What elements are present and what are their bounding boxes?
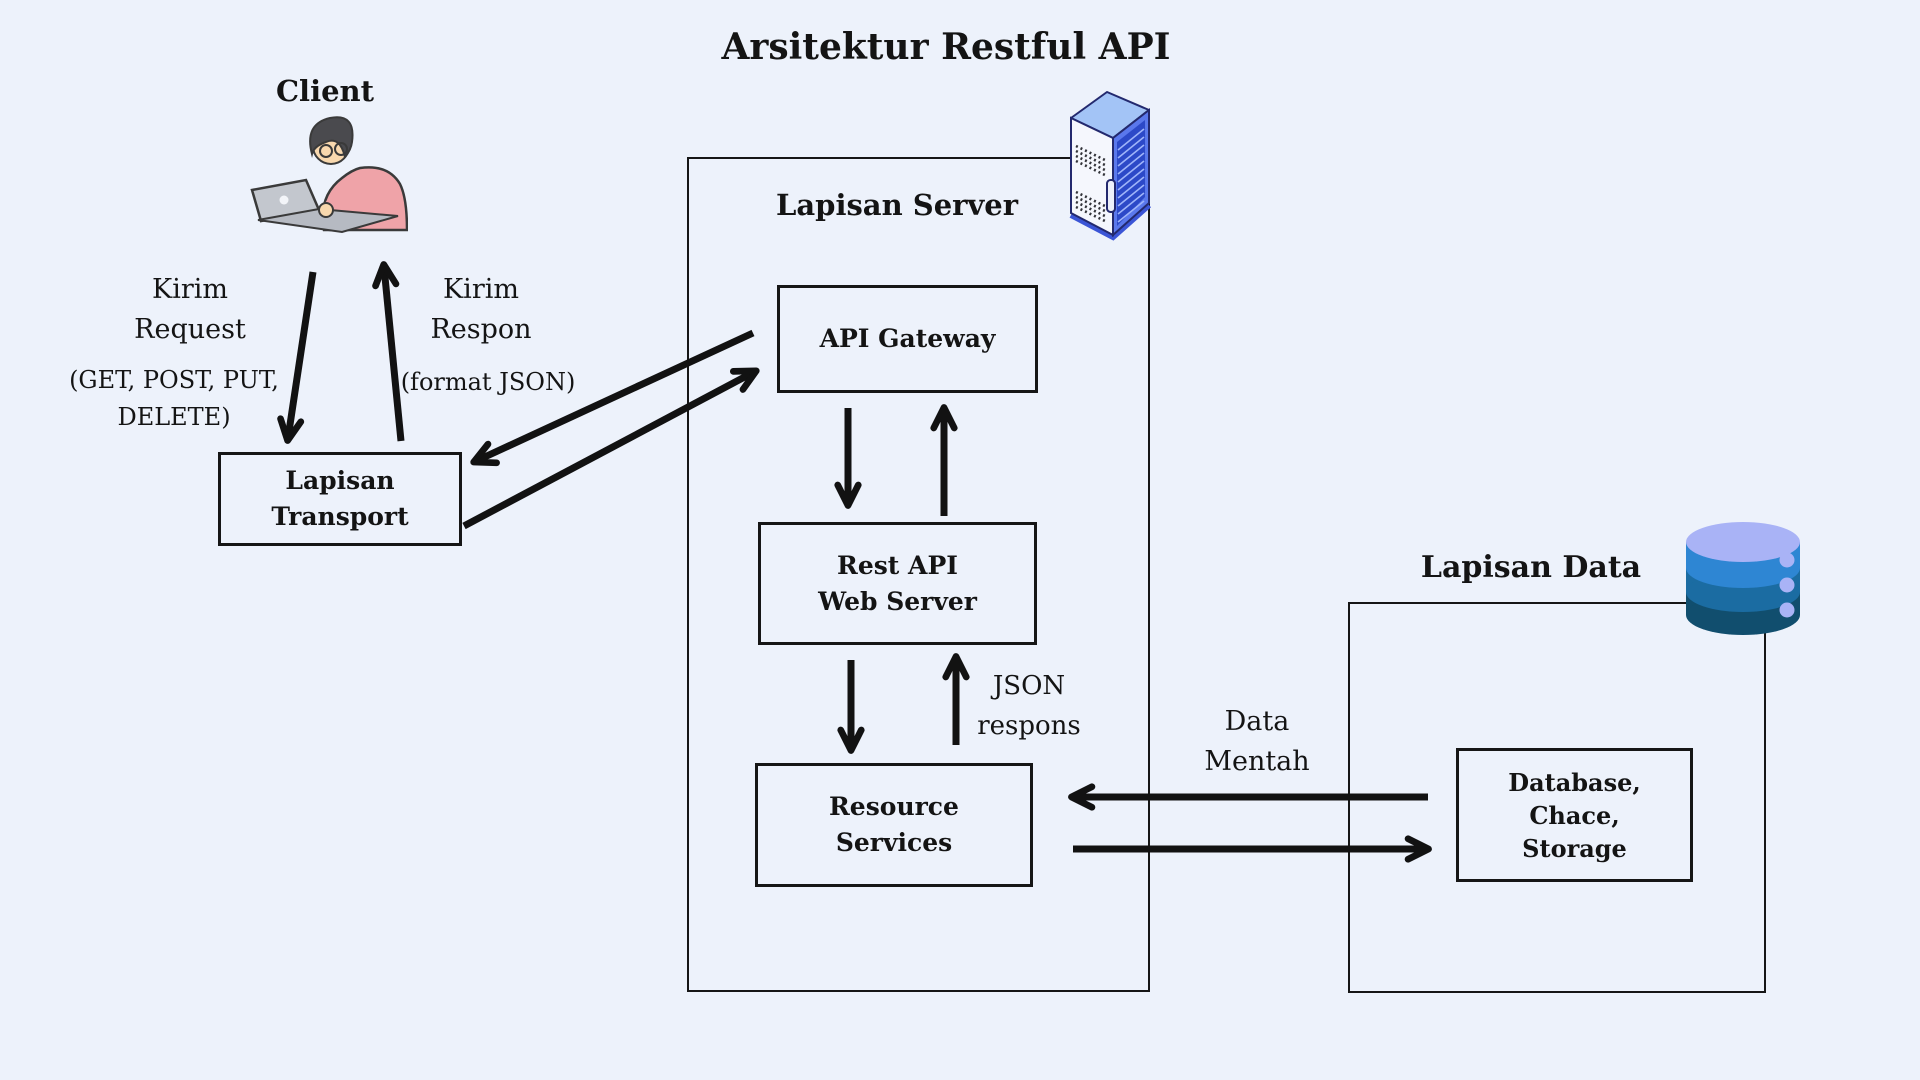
transport-layer-node: Lapisan Transport: [218, 452, 462, 546]
request-methods: (GET, POST, PUT, DELETE): [69, 362, 279, 436]
data-mentah-line1: Data: [1224, 706, 1290, 737]
rest-api-label-line2: Web Server: [818, 586, 977, 616]
response-label-line1: Kirim: [443, 274, 519, 305]
arrow-client-request: [277, 271, 317, 444]
transport-label-line2: Transport: [271, 502, 409, 531]
rest-api-web-server-node: Rest API Web Server: [758, 522, 1037, 645]
database-label-line3: Storage: [1522, 833, 1627, 863]
data-mentah-label: Data Mentah: [1204, 702, 1309, 782]
json-respons-line1: JSON: [992, 671, 1066, 701]
client-title: Client: [275, 74, 375, 108]
arrow-client-response: [372, 261, 405, 442]
request-label-line2: Request: [134, 314, 246, 345]
transport-layer-label: Lapisan Transport: [271, 463, 408, 535]
database-label-line2: Chace,: [1529, 800, 1620, 830]
data-mentah-line2: Mentah: [1204, 746, 1310, 777]
laptop-logo: [279, 195, 289, 205]
json-respons-line2: respons: [977, 711, 1081, 741]
resource-label-line2: Services: [835, 828, 953, 857]
response-label-line2: Respon: [430, 314, 532, 345]
request-label-line1: Kirim: [152, 274, 228, 305]
database-storage-node: Database, Chace, Storage: [1456, 748, 1693, 882]
response-label: Kirim Respon: [430, 270, 531, 350]
laptop-base: [257, 207, 399, 234]
database-cylinder-icon: [1686, 522, 1800, 635]
server-handle: [1106, 179, 1116, 213]
db-top-ellipse: [1686, 522, 1800, 562]
rest-api-label-line1: Rest API: [837, 550, 958, 580]
glasses-left-lens: [319, 144, 333, 158]
rest-api-label: Rest API Web Server: [818, 548, 977, 620]
server-layer-container: [687, 157, 1150, 992]
glasses-right-lens: [334, 142, 348, 156]
person-hair: [309, 116, 354, 160]
resource-services-label: Resource Services: [829, 789, 959, 861]
db-dot-3: [1779, 602, 1795, 618]
db-dot-1: [1779, 552, 1795, 568]
database-label-line1: Database,: [1508, 767, 1641, 797]
server-base-trim: [1069, 202, 1151, 241]
person-at-laptop-illustration: [250, 116, 408, 234]
api-gateway-label: API Gateway: [819, 324, 996, 353]
person-arm: [324, 176, 370, 214]
server-rack-icon: [1069, 91, 1151, 241]
json-respons-label: JSON respons: [977, 666, 1081, 746]
resource-label-line1: Resource: [829, 792, 959, 821]
request-label: Kirim Request: [134, 270, 246, 350]
server-rack-panel: [1117, 120, 1145, 226]
request-methods-line1: (GET, POST, PUT,: [69, 366, 279, 394]
db-dot-2: [1779, 577, 1795, 593]
server-vent-dots: [1075, 144, 1106, 223]
request-methods-line2: DELETE): [117, 403, 231, 431]
server-layer-title: Lapisan Server: [775, 188, 1019, 222]
diagram-title: Arsitektur Restful API: [721, 26, 1171, 68]
person-hand: [318, 202, 334, 218]
data-layer-title: Lapisan Data: [1420, 550, 1642, 585]
database-storage-label: Database, Chace, Storage: [1508, 766, 1640, 865]
server-rack-slats: [1117, 128, 1145, 223]
transport-label-line1: Lapisan: [285, 466, 395, 495]
resource-services-node: Resource Services: [755, 763, 1033, 887]
api-gateway-node: API Gateway: [777, 285, 1038, 393]
response-format: (format JSON): [400, 368, 576, 396]
